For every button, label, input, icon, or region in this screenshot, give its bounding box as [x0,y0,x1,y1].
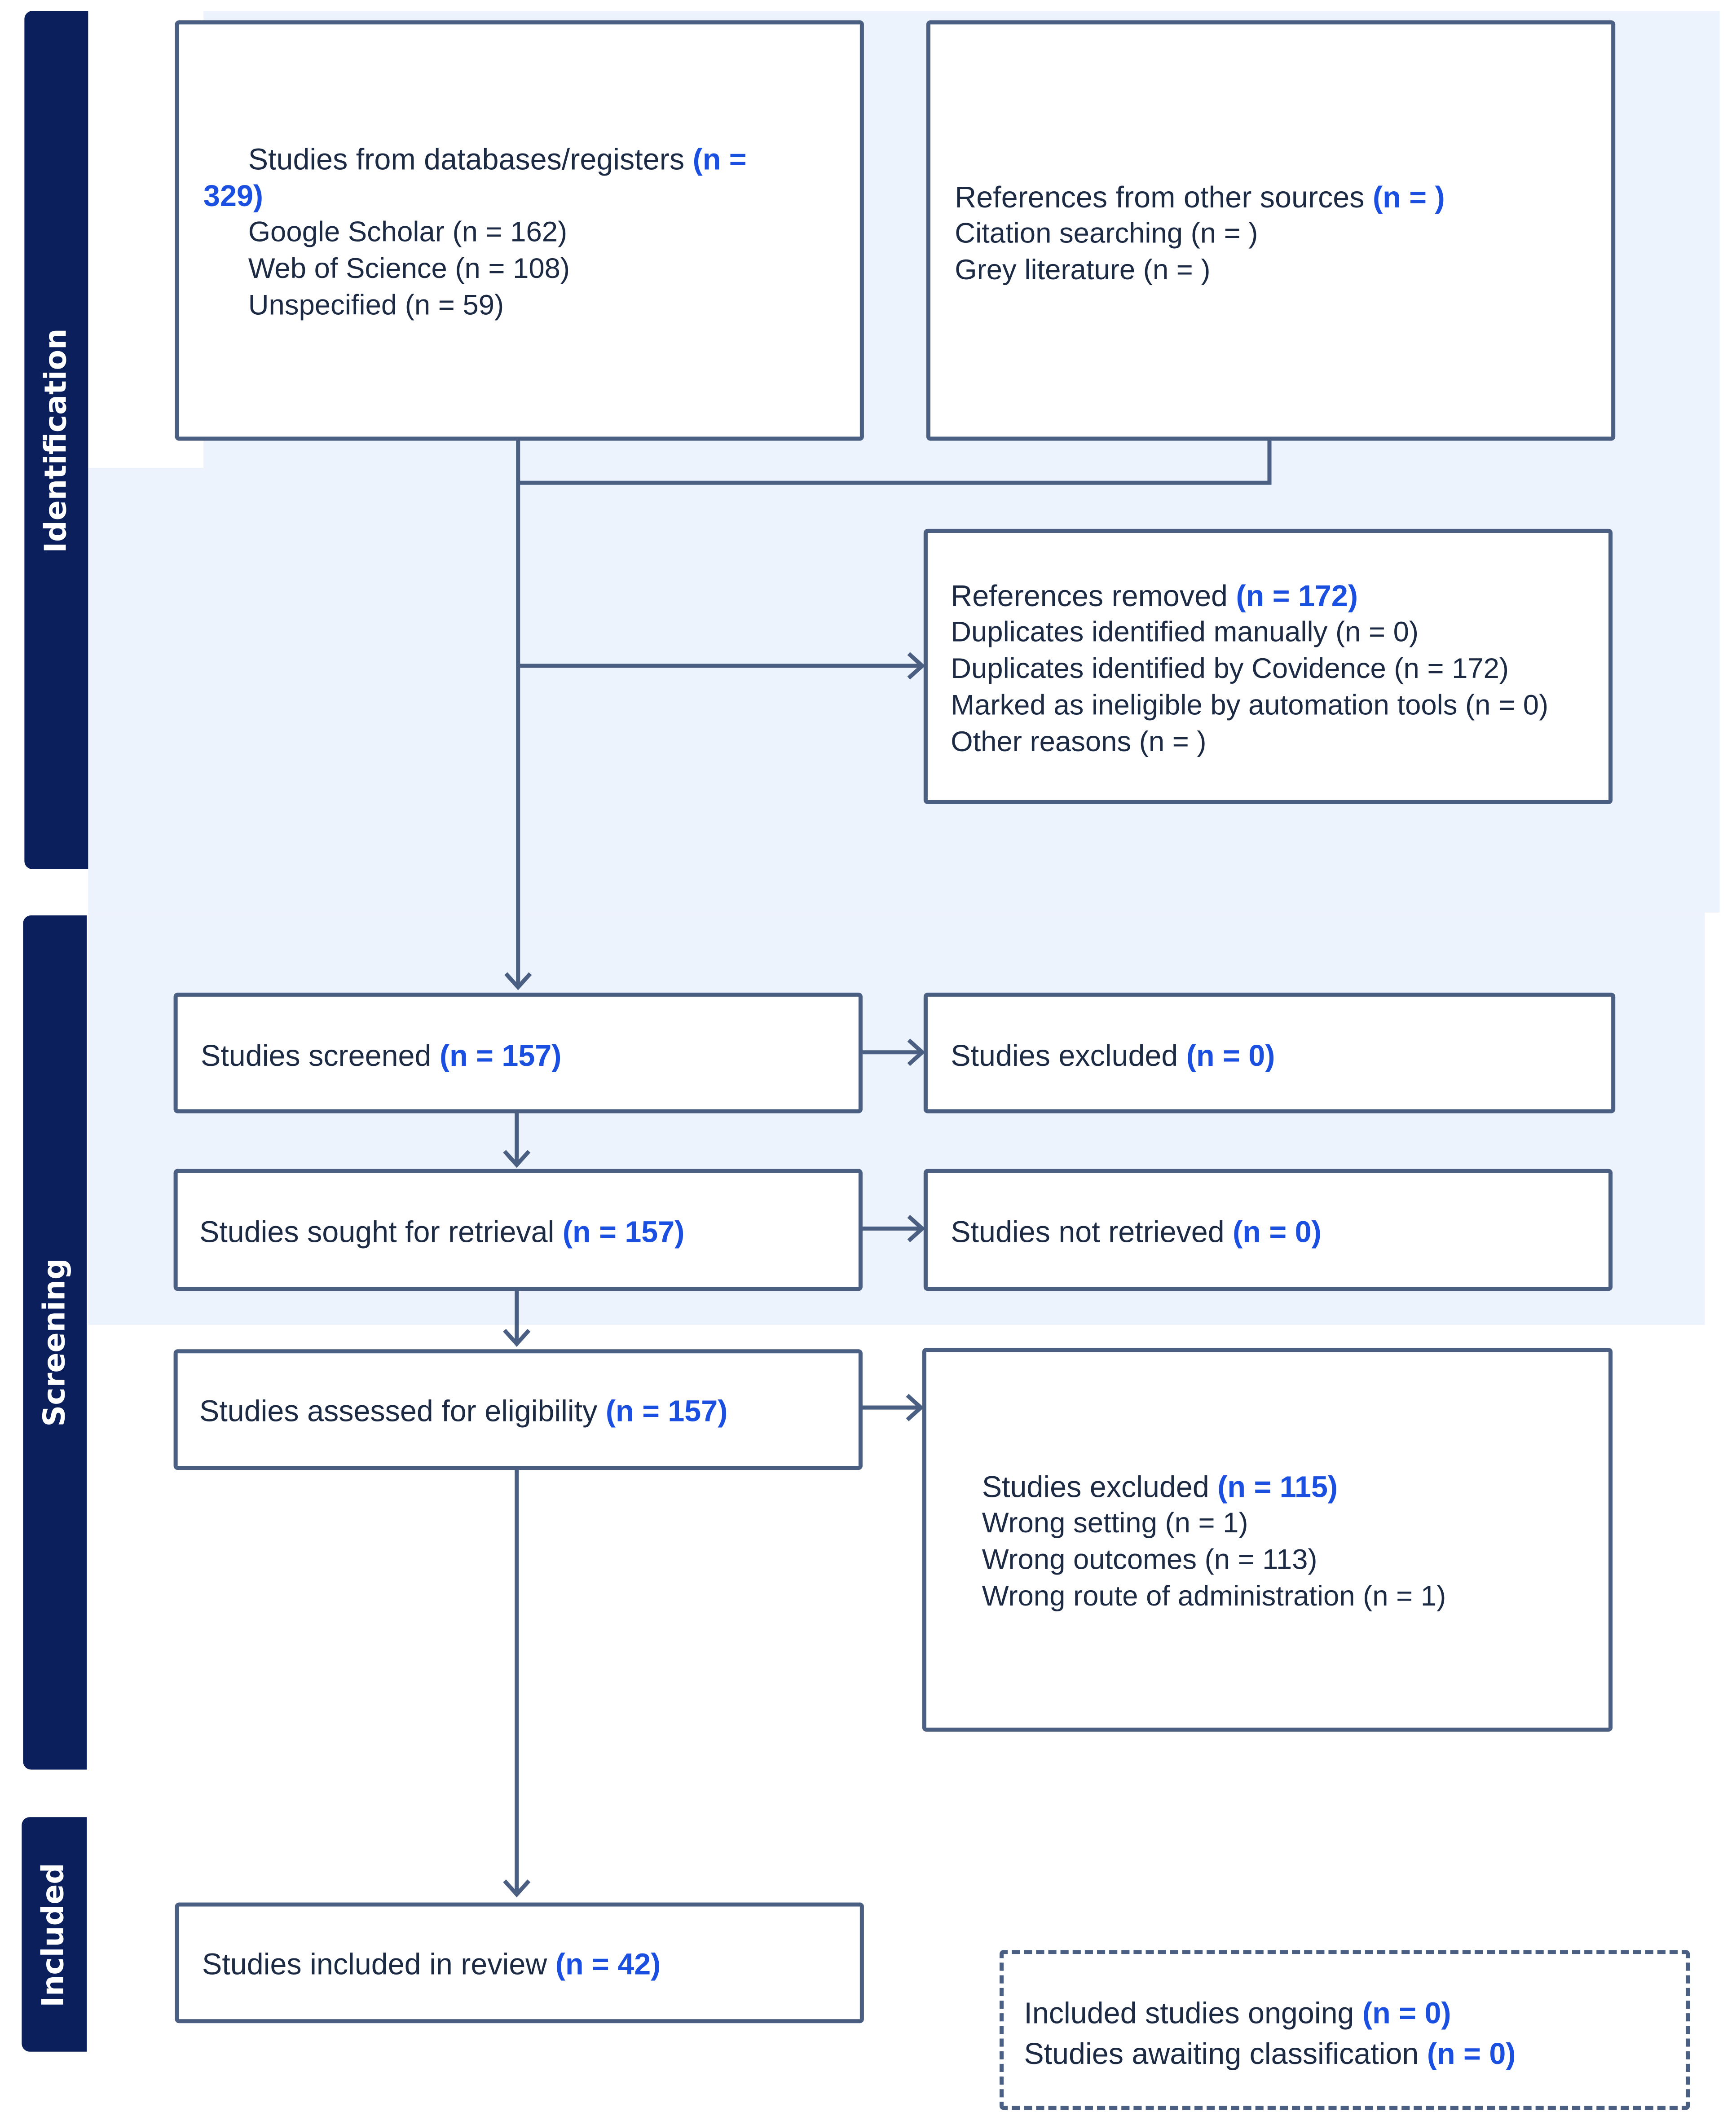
box-retrieval: Studies sought for retrieval (n = 157) [173,1169,863,1291]
box-title: Studies included in review [202,1947,547,1981]
list-item: Wrong outcomes (n = 113) [982,1544,1317,1576]
box-removed: References removed (n = 172) Duplicates … [923,528,1613,805]
list-item: Duplicates identified manually (n = 0) [951,617,1419,648]
box-eligibility: Studies assessed for eligibility (n = 15… [173,1349,863,1470]
box-title: Studies awaiting classification [1024,2037,1419,2071]
box-excluded-full-text: Studies excluded (n = 115) Wrong setting… [922,1348,1613,1732]
list-item: Wrong setting (n = 1) [982,1508,1248,1540]
box-title: Studies excluded [982,1470,1209,1504]
box-ongoing: Included studies ongoing (n = 0) Studies… [999,1950,1690,2110]
box-title: Studies assessed for eligibility [199,1394,598,1428]
list-item: Grey literature (n = ) [955,255,1211,286]
list-item: Unspecified (n = 59) [248,290,504,321]
count: (n = 115) [1217,1470,1338,1504]
count: (n = 157) [562,1215,685,1249]
count: (n = 42) [555,1947,661,1981]
list-item: Web of Science (n = 108) [248,253,570,285]
count: (n = 0) [1186,1038,1275,1073]
box-databases: Studies from databases/registers (n = 32… [175,20,864,441]
phase-identification: Identification [24,11,88,870]
count: (n = [692,142,747,176]
box-title: Studies screened [201,1038,432,1073]
box-screened: Studies screened (n = 157) [173,992,863,1113]
list-item: Duplicates identified by Covidence (n = … [951,653,1509,685]
box-other-sources: References from other sources (n = ) Cit… [926,20,1616,441]
list-item: Wrong route of administration (n = 1) [982,1581,1446,1613]
box-title: Included studies ongoing [1024,1996,1354,2030]
count: (n = 0) [1427,2037,1516,2071]
list-item: Marked as ineligible by automation tools… [951,690,1549,721]
count: 329) [203,179,264,213]
phase-included: Included [22,1817,87,2052]
count: (n = 0) [1362,1996,1451,2030]
connector-line [518,439,1272,485]
count: (n = 157) [439,1038,562,1073]
box-title: Studies sought for retrieval [199,1215,555,1249]
count: (n = ) [1373,180,1445,215]
box-title: Studies not retrieved [951,1215,1225,1249]
box-title: Studies from databases/registers [248,142,685,176]
count: (n = 172) [1236,579,1358,613]
list-item: Google Scholar (n = 162) [248,217,568,248]
box-title: References removed [951,579,1228,613]
box-title: Studies excluded [951,1038,1178,1073]
box-excluded-screening: Studies excluded (n = 0) [923,992,1616,1113]
list-item: Other reasons (n = ) [951,726,1207,758]
count: (n = 0) [1233,1215,1322,1249]
box-not-retrieved: Studies not retrieved (n = 0) [923,1169,1613,1291]
phase-screening: Screening [23,915,87,1770]
box-title: References from other sources [955,180,1365,215]
count: (n = 157) [605,1394,728,1428]
list-item: Citation searching (n = ) [955,218,1258,250]
box-included: Studies included in review (n = 42) [175,1902,864,2024]
